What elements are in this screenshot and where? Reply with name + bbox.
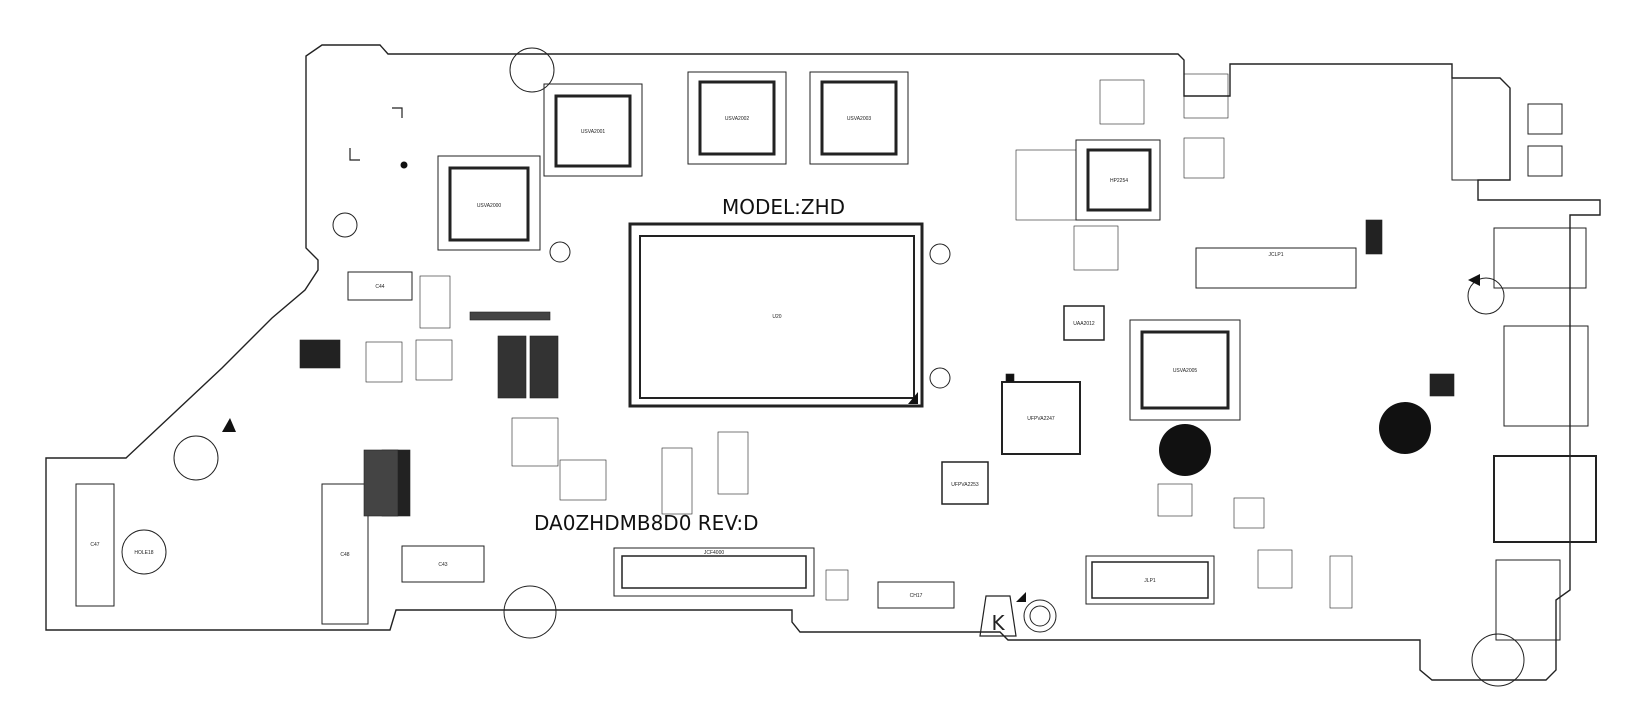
connector-jclp1: JCLP1: [1195, 247, 1357, 289]
mount-hole: [332, 212, 358, 238]
mount-hole: [549, 241, 571, 263]
connector-jcf4000: JCF4000: [613, 547, 815, 597]
chip-usva2000: USVA2000: [437, 155, 541, 251]
port-audio-jack: [1495, 559, 1561, 641]
solid-pad: [1379, 402, 1431, 454]
logo-k-letter: K: [991, 611, 1005, 635]
svg-text:USVA2000: USVA2000: [477, 203, 502, 209]
cpu-label: U20: [772, 314, 781, 320]
port-top-right: [1527, 103, 1563, 135]
svg-text:USVA2001: USVA2001: [581, 129, 606, 135]
memory-chips: USVA2001 USVA2002 USVA2003 USVA2000 USVA…: [437, 71, 1241, 505]
connector-c47: C47: [75, 483, 115, 607]
corner-marks: [349, 107, 403, 161]
mount-hole-label: HOLE18: [134, 550, 153, 556]
chip-usva2002: USVA2002: [687, 71, 787, 165]
solid-pad: [1159, 424, 1211, 476]
mount-hole: [121, 529, 167, 575]
svg-text:UFPVA2253: UFPVA2253: [951, 482, 979, 488]
svg-text:C43: C43: [438, 562, 447, 568]
port-usb-upper: [1493, 227, 1587, 289]
connector-c43: C43: [401, 545, 485, 583]
board-notch: [1229, 64, 1478, 181]
svg-text:CH17: CH17: [910, 593, 923, 599]
svg-text:JCLP1: JCLP1: [1268, 252, 1283, 258]
connector-ch17: CH17: [877, 581, 955, 609]
chip-hp2254: HP2254: [1075, 139, 1161, 221]
chip-ufp2253: UFPVA2253: [941, 461, 989, 505]
side-ports: [1493, 103, 1597, 641]
triangle-markers: [222, 274, 1480, 602]
mounting-holes: [121, 47, 1525, 687]
svg-text:UAA2012: UAA2012: [1073, 321, 1095, 327]
part-number-label: DA0ZHDMB8D0 REV:D: [534, 511, 759, 535]
chip-uaa2012: UAA2012: [1063, 305, 1105, 341]
port-hdmi: [1493, 455, 1597, 543]
chip-ufp2247: UFPVA2247: [1001, 381, 1081, 455]
port-top-right-2: [1527, 145, 1563, 177]
black-pads: [400, 161, 1431, 476]
svg-text:JCF4000: JCF4000: [704, 550, 725, 556]
chip-usva2003: USVA2003: [809, 71, 909, 165]
svg-text:JLP1: JLP1: [1144, 578, 1156, 584]
mount-hole: [503, 585, 557, 639]
cpu-package: U20: [628, 222, 924, 408]
chip-usva2001: USVA2001: [543, 83, 643, 177]
svg-text:HP2254: HP2254: [1110, 178, 1128, 184]
mount-hole: [1023, 599, 1057, 633]
chip-usva2005: USVA2005: [1129, 319, 1241, 421]
mount-hole: [929, 243, 951, 265]
connectors: JCF4000 JLP1 JCLP1 C44 C43 C47 C48: [75, 247, 1357, 625]
mount-hole: [173, 435, 219, 481]
connector-c48: C48: [321, 483, 369, 625]
svg-text:C48: C48: [340, 552, 349, 558]
port-usb-lower: [1503, 325, 1589, 427]
mount-hole: [1029, 605, 1051, 627]
solid-pad: [400, 161, 408, 169]
svg-text:USVA2003: USVA2003: [847, 116, 872, 122]
passive-components: [299, 73, 1455, 609]
svg-text:C47: C47: [90, 542, 99, 548]
model-label: MODEL:ZHD: [722, 195, 845, 219]
svg-text:UFPVA2247: UFPVA2247: [1027, 416, 1055, 422]
logo-k: K: [979, 595, 1017, 637]
mount-hole: [1467, 277, 1505, 315]
connector-c44: C44: [347, 271, 413, 301]
svg-text:C44: C44: [375, 284, 384, 290]
board-outline: [45, 44, 1601, 681]
connector-jlp1: JLP1: [1085, 555, 1215, 605]
mount-hole: [929, 367, 951, 389]
mount-hole: [1471, 633, 1525, 687]
svg-text:USVA2002: USVA2002: [725, 116, 750, 122]
svg-text:USVA2005: USVA2005: [1173, 368, 1198, 374]
mount-hole: [509, 47, 555, 93]
